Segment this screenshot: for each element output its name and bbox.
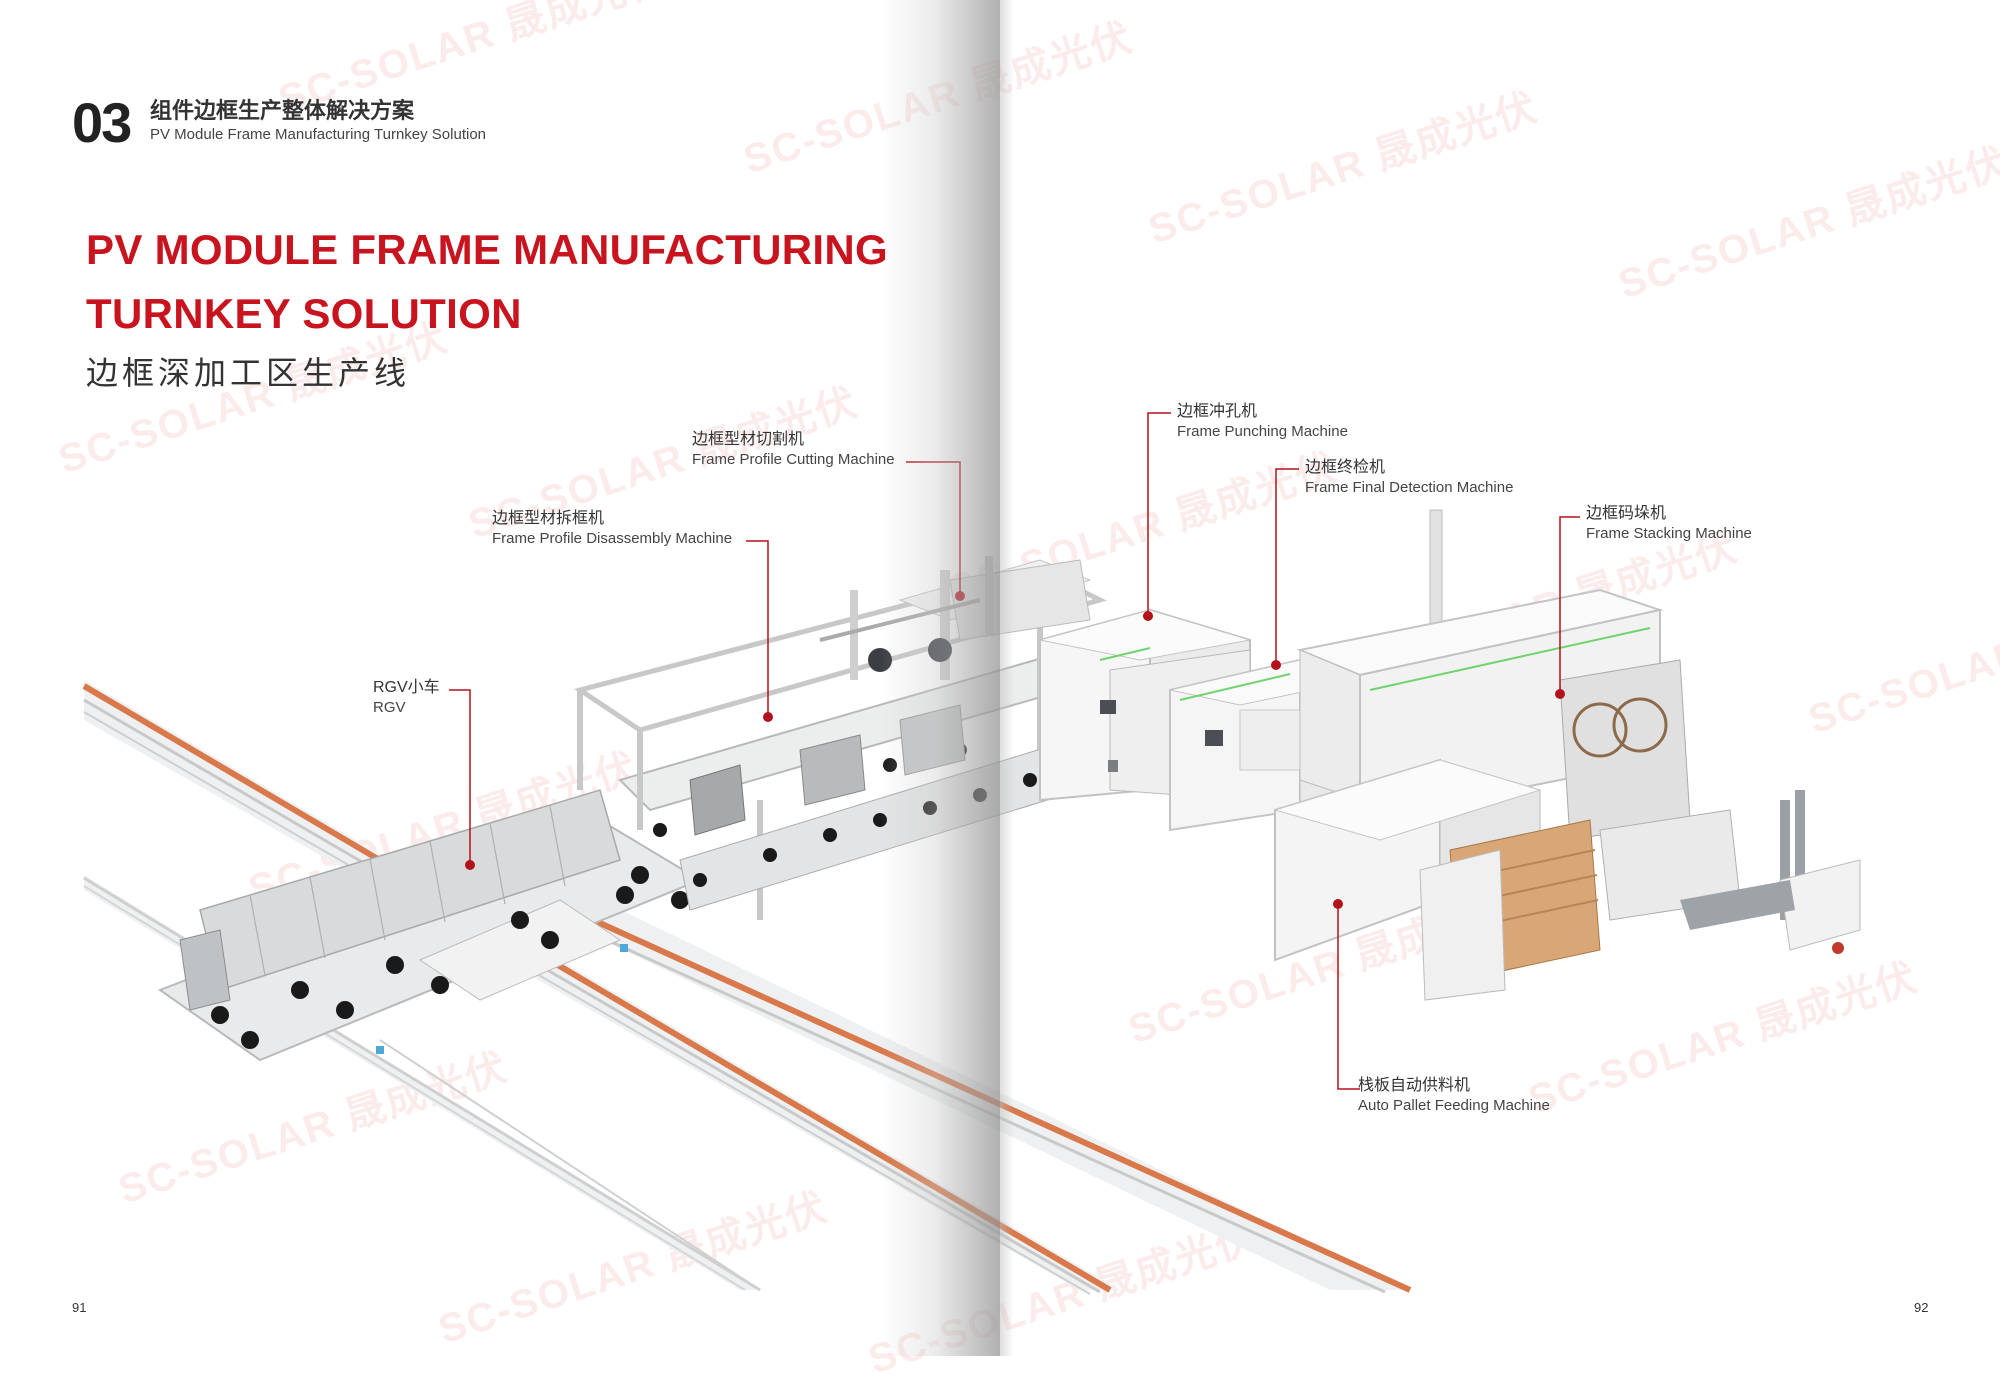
label-en: Frame Final Detection Machine [1305, 479, 1514, 496]
label-cn: RGV小车 [373, 679, 440, 696]
page-headline: PV MODULE FRAME MANUFACTURING TURNKEY SO… [86, 218, 888, 346]
page-number-right: 92 [1914, 1300, 1929, 1315]
page-number-left: 91 [72, 1300, 87, 1315]
section-number: 03 [72, 91, 132, 154]
label-disassembly-machine: 边框型材拆框机 Frame Profile Disassembly Machin… [492, 509, 732, 549]
label-cn: 栈板自动供料机 [1358, 1077, 1471, 1094]
binding-gutter-shadow-right [1000, 0, 1014, 1356]
label-en: Frame Profile Disassembly Machine [492, 530, 733, 547]
section-title-en: PV Module Frame Manufacturing Turnkey So… [150, 126, 486, 143]
label-cn: 边框终检机 [1305, 459, 1386, 476]
headline-line-1: PV MODULE FRAME MANUFACTURING [86, 226, 889, 273]
leader-lines [449, 412, 1580, 1090]
label-en: Frame Stacking Machine [1586, 525, 1752, 542]
label-punching-machine: 边框冲孔机 Frame Punching Machine [1177, 402, 1348, 442]
label-pallet-feeding-machine: 栈板自动供料机 Auto Pallet Feeding Machine [1358, 1076, 1550, 1116]
binding-gutter-shadow [880, 0, 1000, 1356]
label-cn: 边框冲孔机 [1177, 403, 1258, 420]
label-en: Frame Profile Cutting Machine [692, 451, 895, 468]
label-en: Frame Punching Machine [1177, 423, 1348, 440]
rgv-cart [157, 789, 703, 1062]
label-stacking-machine: 边框码垛机 Frame Stacking Machine [1586, 504, 1752, 544]
label-cn: 边框型材拆框机 [492, 510, 605, 527]
section-title-cn: 组件边框生产整体解决方案 [150, 98, 415, 123]
label-detection-machine: 边框终检机 Frame Final Detection Machine [1305, 458, 1513, 498]
headline-line-2: TURNKEY SOLUTION [86, 290, 522, 337]
label-en: RGV [373, 699, 406, 716]
label-cutting-machine: 边框型材切割机 Frame Profile Cutting Machine [692, 430, 895, 470]
label-cn: 边框码垛机 [1586, 505, 1667, 522]
headline-subtitle-cn: 边框深加工区生产线 [86, 355, 411, 391]
label-en: Auto Pallet Feeding Machine [1358, 1097, 1550, 1114]
label-rgv: RGV小车 RGV [373, 678, 440, 718]
auto-pallet-feeding-machine [1273, 758, 1861, 1001]
label-cn: 边框型材切割机 [692, 431, 805, 448]
